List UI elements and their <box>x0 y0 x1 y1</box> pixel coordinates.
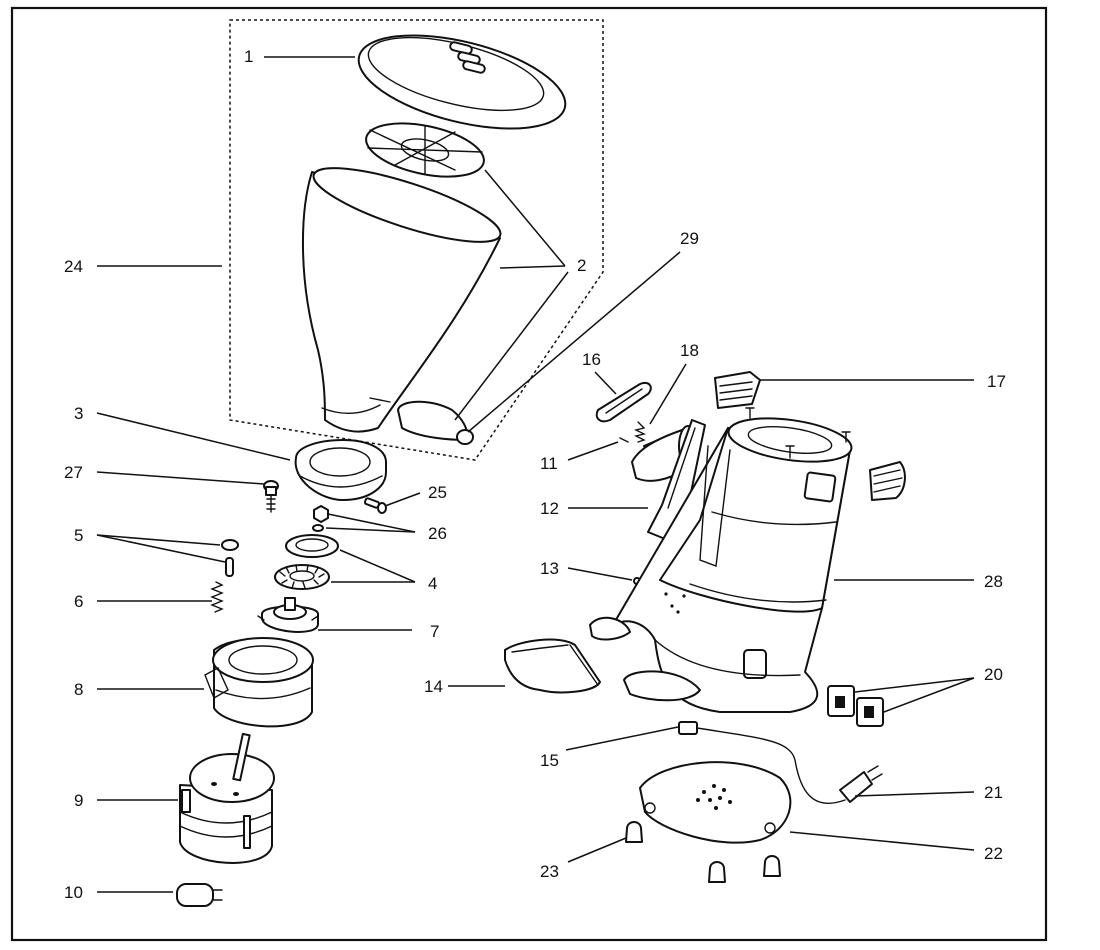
part-handle <box>595 382 652 423</box>
part-button-17b <box>869 461 906 501</box>
part-capacitor <box>176 883 223 907</box>
part-upper-burr <box>285 534 339 558</box>
part-burr-housing <box>204 637 314 728</box>
part-screw-25 <box>363 497 387 514</box>
part-spring-6 <box>210 581 224 613</box>
part-lower-burr <box>274 564 330 590</box>
part-switches <box>827 685 884 727</box>
callout-5: 5 <box>74 526 83 545</box>
callout-8: 8 <box>74 680 83 699</box>
callout-11: 11 <box>540 454 558 473</box>
callout-labels: 1 2 24 29 3 27 25 26 5 4 6 7 8 9 10 16 1… <box>64 47 1006 902</box>
part-motor <box>179 732 275 864</box>
part-screw-27 <box>263 480 279 513</box>
part-base-plate <box>639 761 792 844</box>
part-drip-tray <box>504 638 601 694</box>
callout-3: 3 <box>74 404 83 423</box>
callout-9: 9 <box>74 791 83 810</box>
callout-13: 13 <box>540 559 559 578</box>
callout-27: 27 <box>64 463 83 482</box>
part-pin-5 <box>221 539 239 577</box>
callout-21: 21 <box>984 783 1003 802</box>
callout-4: 4 <box>428 574 437 593</box>
part-nut-washer <box>312 505 329 532</box>
callout-18: 18 <box>680 341 699 360</box>
part-lid <box>357 34 567 130</box>
part-outlet-shutter <box>397 400 474 445</box>
callout-24: 24 <box>64 257 83 276</box>
outer-frame <box>10 6 1048 942</box>
part-feet-23 <box>625 821 781 883</box>
callout-1: 1 <box>244 47 253 66</box>
leader-lines <box>96 56 975 893</box>
callout-23: 23 <box>540 862 559 881</box>
callout-22: 22 <box>984 844 1003 863</box>
callout-16: 16 <box>582 350 601 369</box>
callout-2: 2 <box>577 256 586 275</box>
part-burr-carrier <box>257 597 319 633</box>
hopper-assembly-boundary <box>229 19 604 461</box>
callout-6: 6 <box>74 592 83 611</box>
callout-29: 29 <box>680 229 699 248</box>
callout-25: 25 <box>428 483 447 502</box>
part-pin-11 <box>619 437 629 443</box>
part-hopper-grid <box>365 122 485 178</box>
part-power-cord <box>696 727 883 805</box>
callout-14: 14 <box>424 677 443 696</box>
part-top-screws <box>745 407 851 459</box>
callout-20: 20 <box>984 665 1003 684</box>
callout-28: 28 <box>984 572 1003 591</box>
callout-26: 26 <box>428 524 447 543</box>
callout-17: 17 <box>987 372 1006 391</box>
part-hopper <box>302 167 502 433</box>
part-collar <box>294 439 387 501</box>
part-spring-18 <box>633 421 647 443</box>
callout-10: 10 <box>64 883 83 902</box>
callout-15: 15 <box>540 751 559 770</box>
callout-7: 7 <box>430 622 439 641</box>
part-button-17 <box>714 371 761 409</box>
part-connector <box>678 721 698 735</box>
part-housing <box>589 417 853 713</box>
callout-12: 12 <box>540 499 559 518</box>
